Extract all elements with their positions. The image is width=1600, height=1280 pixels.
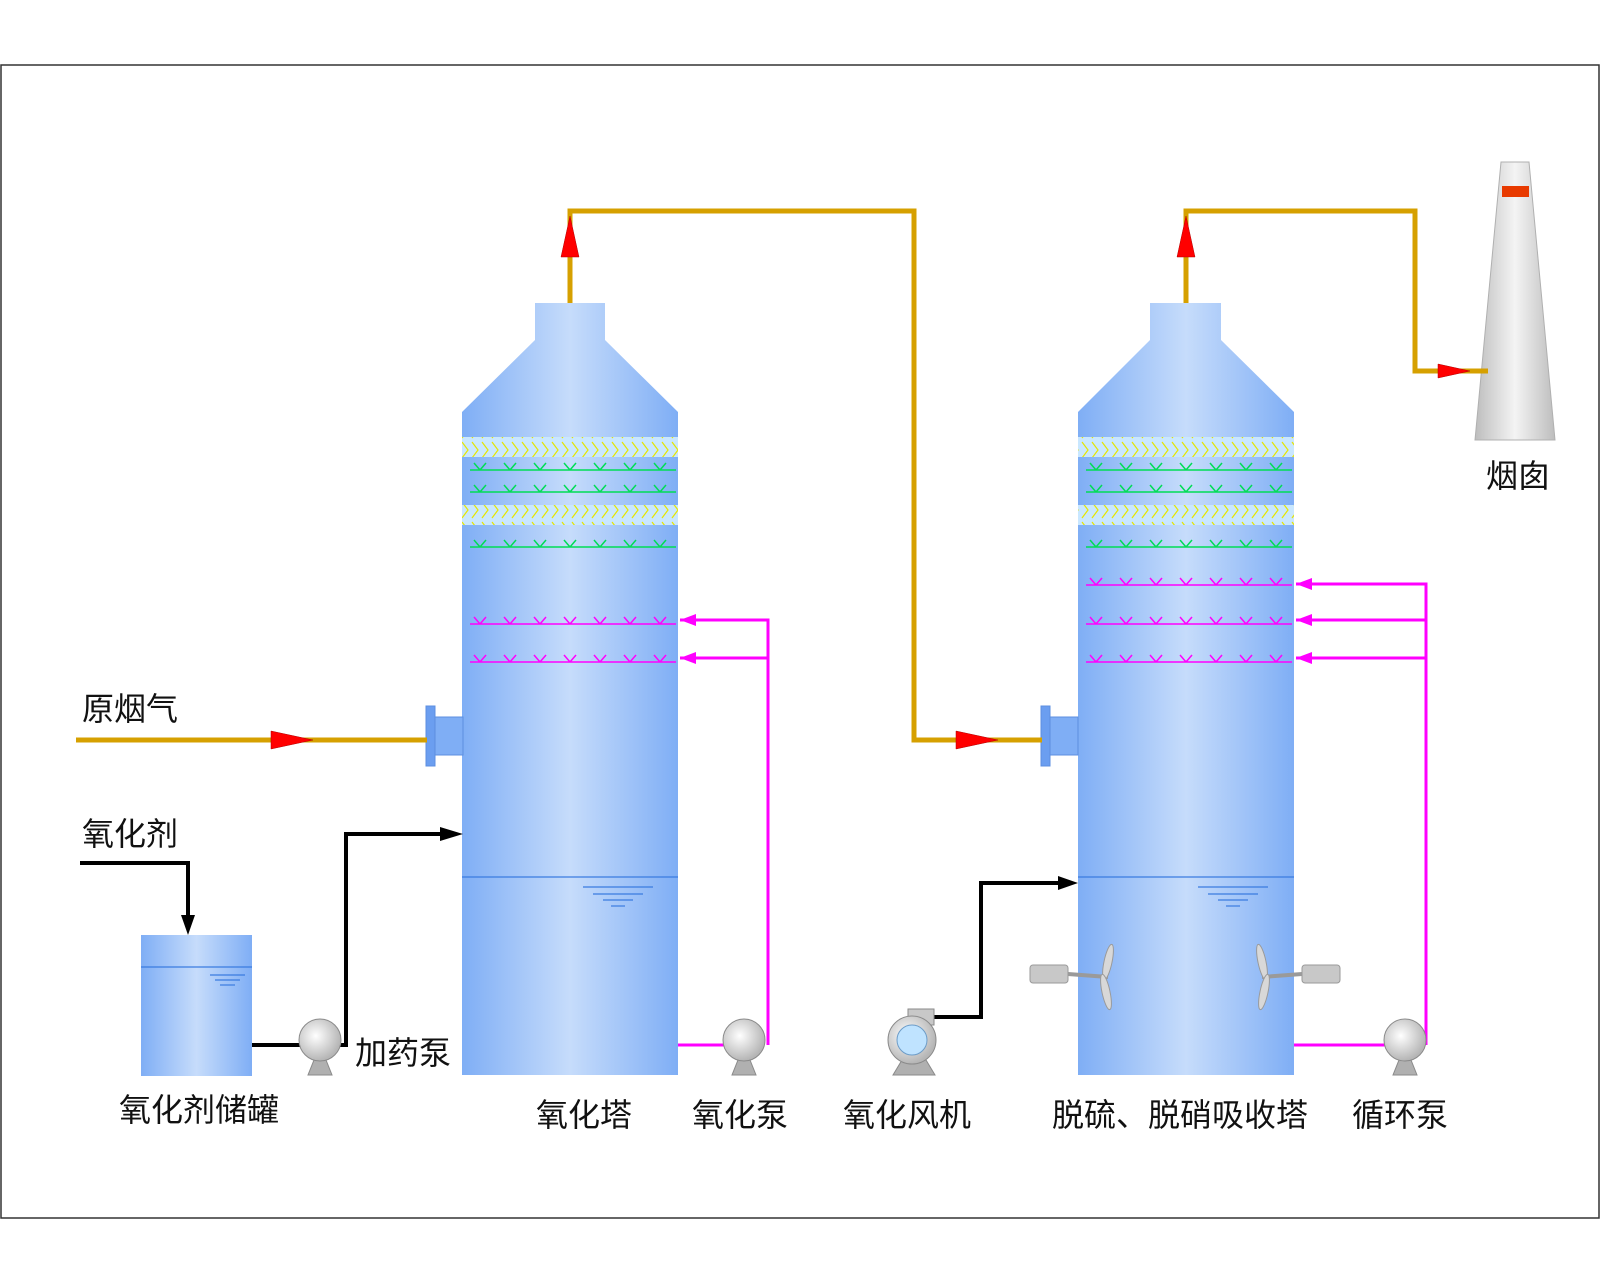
oxidant-label: 氧化剂 [82, 815, 178, 853]
absorber-tower-wash-spray-3 [1086, 539, 1292, 548]
oxidation-fan-label: 氧化风机 [843, 1096, 971, 1134]
oxidation-tower-label: 氧化塔 [536, 1096, 632, 1134]
oxidant-feed-pipe [80, 861, 190, 917]
absorber-tower-spray-layer-1 [1086, 577, 1292, 586]
chimney-inlet-flow-arrow [1437, 363, 1471, 379]
chimney-stack-icon [1474, 161, 1556, 441]
oxidation-riser-pipe [680, 618, 770, 1045]
oxidation-tower-spray-layer-2 [470, 654, 676, 663]
absorber-tower-demister-lower [1078, 505, 1294, 525]
absorber-tower-inlet-flange [1040, 705, 1079, 767]
oxidation-pump-label: 氧化泵 [692, 1096, 788, 1134]
oxidation-tower [425, 303, 678, 1075]
oxidation-tower-wash-spray-3 [470, 539, 676, 548]
diagram-frame [0, 64, 1600, 1219]
absorber-inlet-flow-arrow [955, 730, 999, 750]
oxidation-tower-level-mark [583, 886, 653, 907]
oxidation-tower-spray-layer-1 [470, 616, 676, 625]
absorber-tower-wash-spray-1 [1086, 462, 1292, 471]
absorber-tower-wash-spray-2 [1086, 484, 1292, 493]
oxidation-tower-shell [462, 303, 678, 1075]
oxidation-tower-demister-lower [462, 505, 678, 525]
agitator-left-icon [1029, 943, 1114, 1011]
oxidation-pump-icon [722, 1018, 766, 1076]
slurry-arrowheads [680, 578, 1312, 664]
absorber-tower-demister-upper [1078, 437, 1294, 457]
dosing-pump-icon [298, 1018, 342, 1076]
circulation-pump-label: 循环泵 [1352, 1096, 1448, 1134]
oxidant-storage-tank [141, 935, 252, 1076]
absorber-outlet-flow-arrow [1176, 215, 1196, 258]
circulation-pump-icon [1383, 1018, 1427, 1076]
flow-arrows [270, 215, 1471, 750]
reagent-arrowheads [181, 827, 1078, 935]
dosing-pump-discharge-pipe [338, 832, 440, 1047]
slurry-pipes [678, 582, 1428, 1047]
chimney-label: 烟囱 [1486, 457, 1550, 495]
absorber-tower-label: 脱硫、脱硝吸收塔 [1052, 1096, 1308, 1134]
fan-discharge-pipe [933, 881, 1060, 1019]
oxidation-tower-demister-upper [462, 437, 678, 457]
raw-flue-gas-label: 原烟气 [82, 690, 178, 728]
reagent-pipes [80, 832, 1060, 1047]
labels: 原烟气 氧化剂 氧化剂储罐 加药泵 氧化塔 氧化泵 氧化风机 脱硫、脱硝吸收塔 … [82, 457, 1550, 1134]
absorber-tower-spray-layer-3 [1086, 654, 1292, 663]
dosing-pump-label: 加药泵 [355, 1034, 451, 1072]
raw-gas-flow-arrow [270, 730, 314, 750]
absorber-riser-pipe [1296, 582, 1428, 1045]
absorber-tower [1029, 303, 1341, 1075]
oxidation-outlet-flow-arrow [560, 215, 580, 258]
absorber-tower-level-mark [1198, 886, 1268, 907]
agitator-right-icon [1256, 943, 1341, 1011]
oxidant-tank-label: 氧化剂储罐 [119, 1091, 279, 1129]
oxidation-tower-wash-spray-1 [470, 462, 676, 471]
oxidation-tower-inlet-flange [425, 705, 464, 767]
absorber-tower-spray-layer-2 [1086, 616, 1292, 625]
oxidation-fan-icon [887, 1008, 937, 1076]
oxidation-tower-wash-spray-2 [470, 484, 676, 493]
absorber-tower-shell [1078, 303, 1294, 1075]
